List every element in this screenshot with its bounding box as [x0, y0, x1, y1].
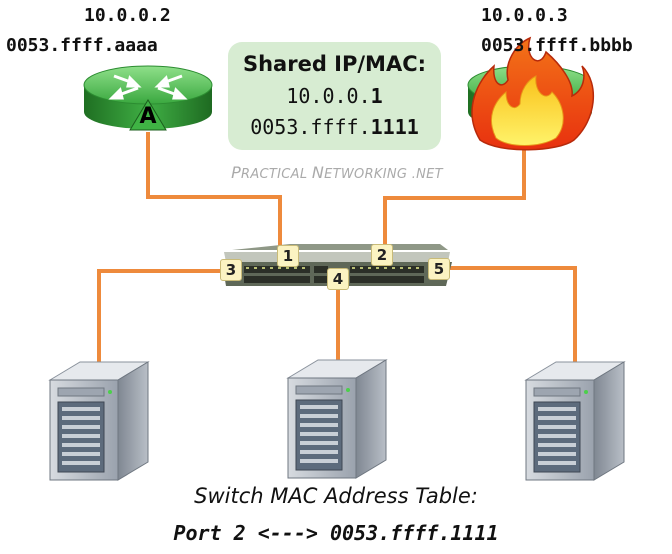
router-b-ip: 10.0.0.3: [481, 5, 568, 26]
link-router-a-port-1: [146, 132, 282, 248]
brand-p1: P: [231, 163, 242, 182]
shared-title: Shared IP/MAC:: [242, 52, 427, 76]
link-server-3-port-5: [440, 266, 577, 362]
mac-table-entry: Port 2 <---> 0053.ffff.1111: [173, 521, 499, 545]
link-router-b-port-2: [383, 150, 526, 248]
port-2-badge: 2: [371, 244, 393, 266]
brand-watermark: PRACTICAL NETWORKING .NET: [228, 163, 446, 182]
fire-icon: [471, 36, 595, 151]
shared-ip-mac-box: Shared IP/MAC: 10.0.0.1 0053.ffff.1111: [228, 42, 441, 150]
server-1-icon: [48, 361, 150, 481]
network-links: [97, 132, 577, 365]
router-a-ip: 10.0.0.2: [84, 5, 171, 26]
mac-table-title: Switch MAC Address Table:: [194, 484, 478, 508]
link-server-1-port-3: [97, 269, 230, 365]
shared-ip: 10.0.0.1: [228, 84, 441, 108]
server-3-icon: [524, 361, 626, 481]
brand-n2: ETWORKING: [324, 167, 408, 182]
port-3-badge: 3: [220, 259, 242, 281]
router-b-mac: 0053.ffff.bbbb: [481, 35, 633, 56]
shared-ip-prefix: 10.0.0.: [286, 84, 371, 108]
shared-mac-prefix: 0053.ffff.: [250, 115, 371, 139]
brand-n1: N: [311, 163, 325, 182]
server-2-icon: [286, 359, 388, 479]
brand-p2: RACTICAL: [241, 167, 312, 182]
port-1-badge: 1: [277, 245, 299, 267]
router-a-badge-letter: A: [139, 104, 157, 129]
shared-ip-last: 1: [370, 84, 383, 108]
port-5-badge: 5: [428, 258, 450, 280]
port-4-badge: 4: [327, 268, 349, 290]
shared-mac: 0053.ffff.1111: [228, 115, 441, 139]
shared-mac-last: 1111: [370, 115, 419, 139]
brand-suffix: .NET: [407, 167, 443, 182]
router-a-badge-icon: [129, 99, 167, 131]
router-a-mac: 0053.ffff.aaaa: [6, 35, 158, 56]
